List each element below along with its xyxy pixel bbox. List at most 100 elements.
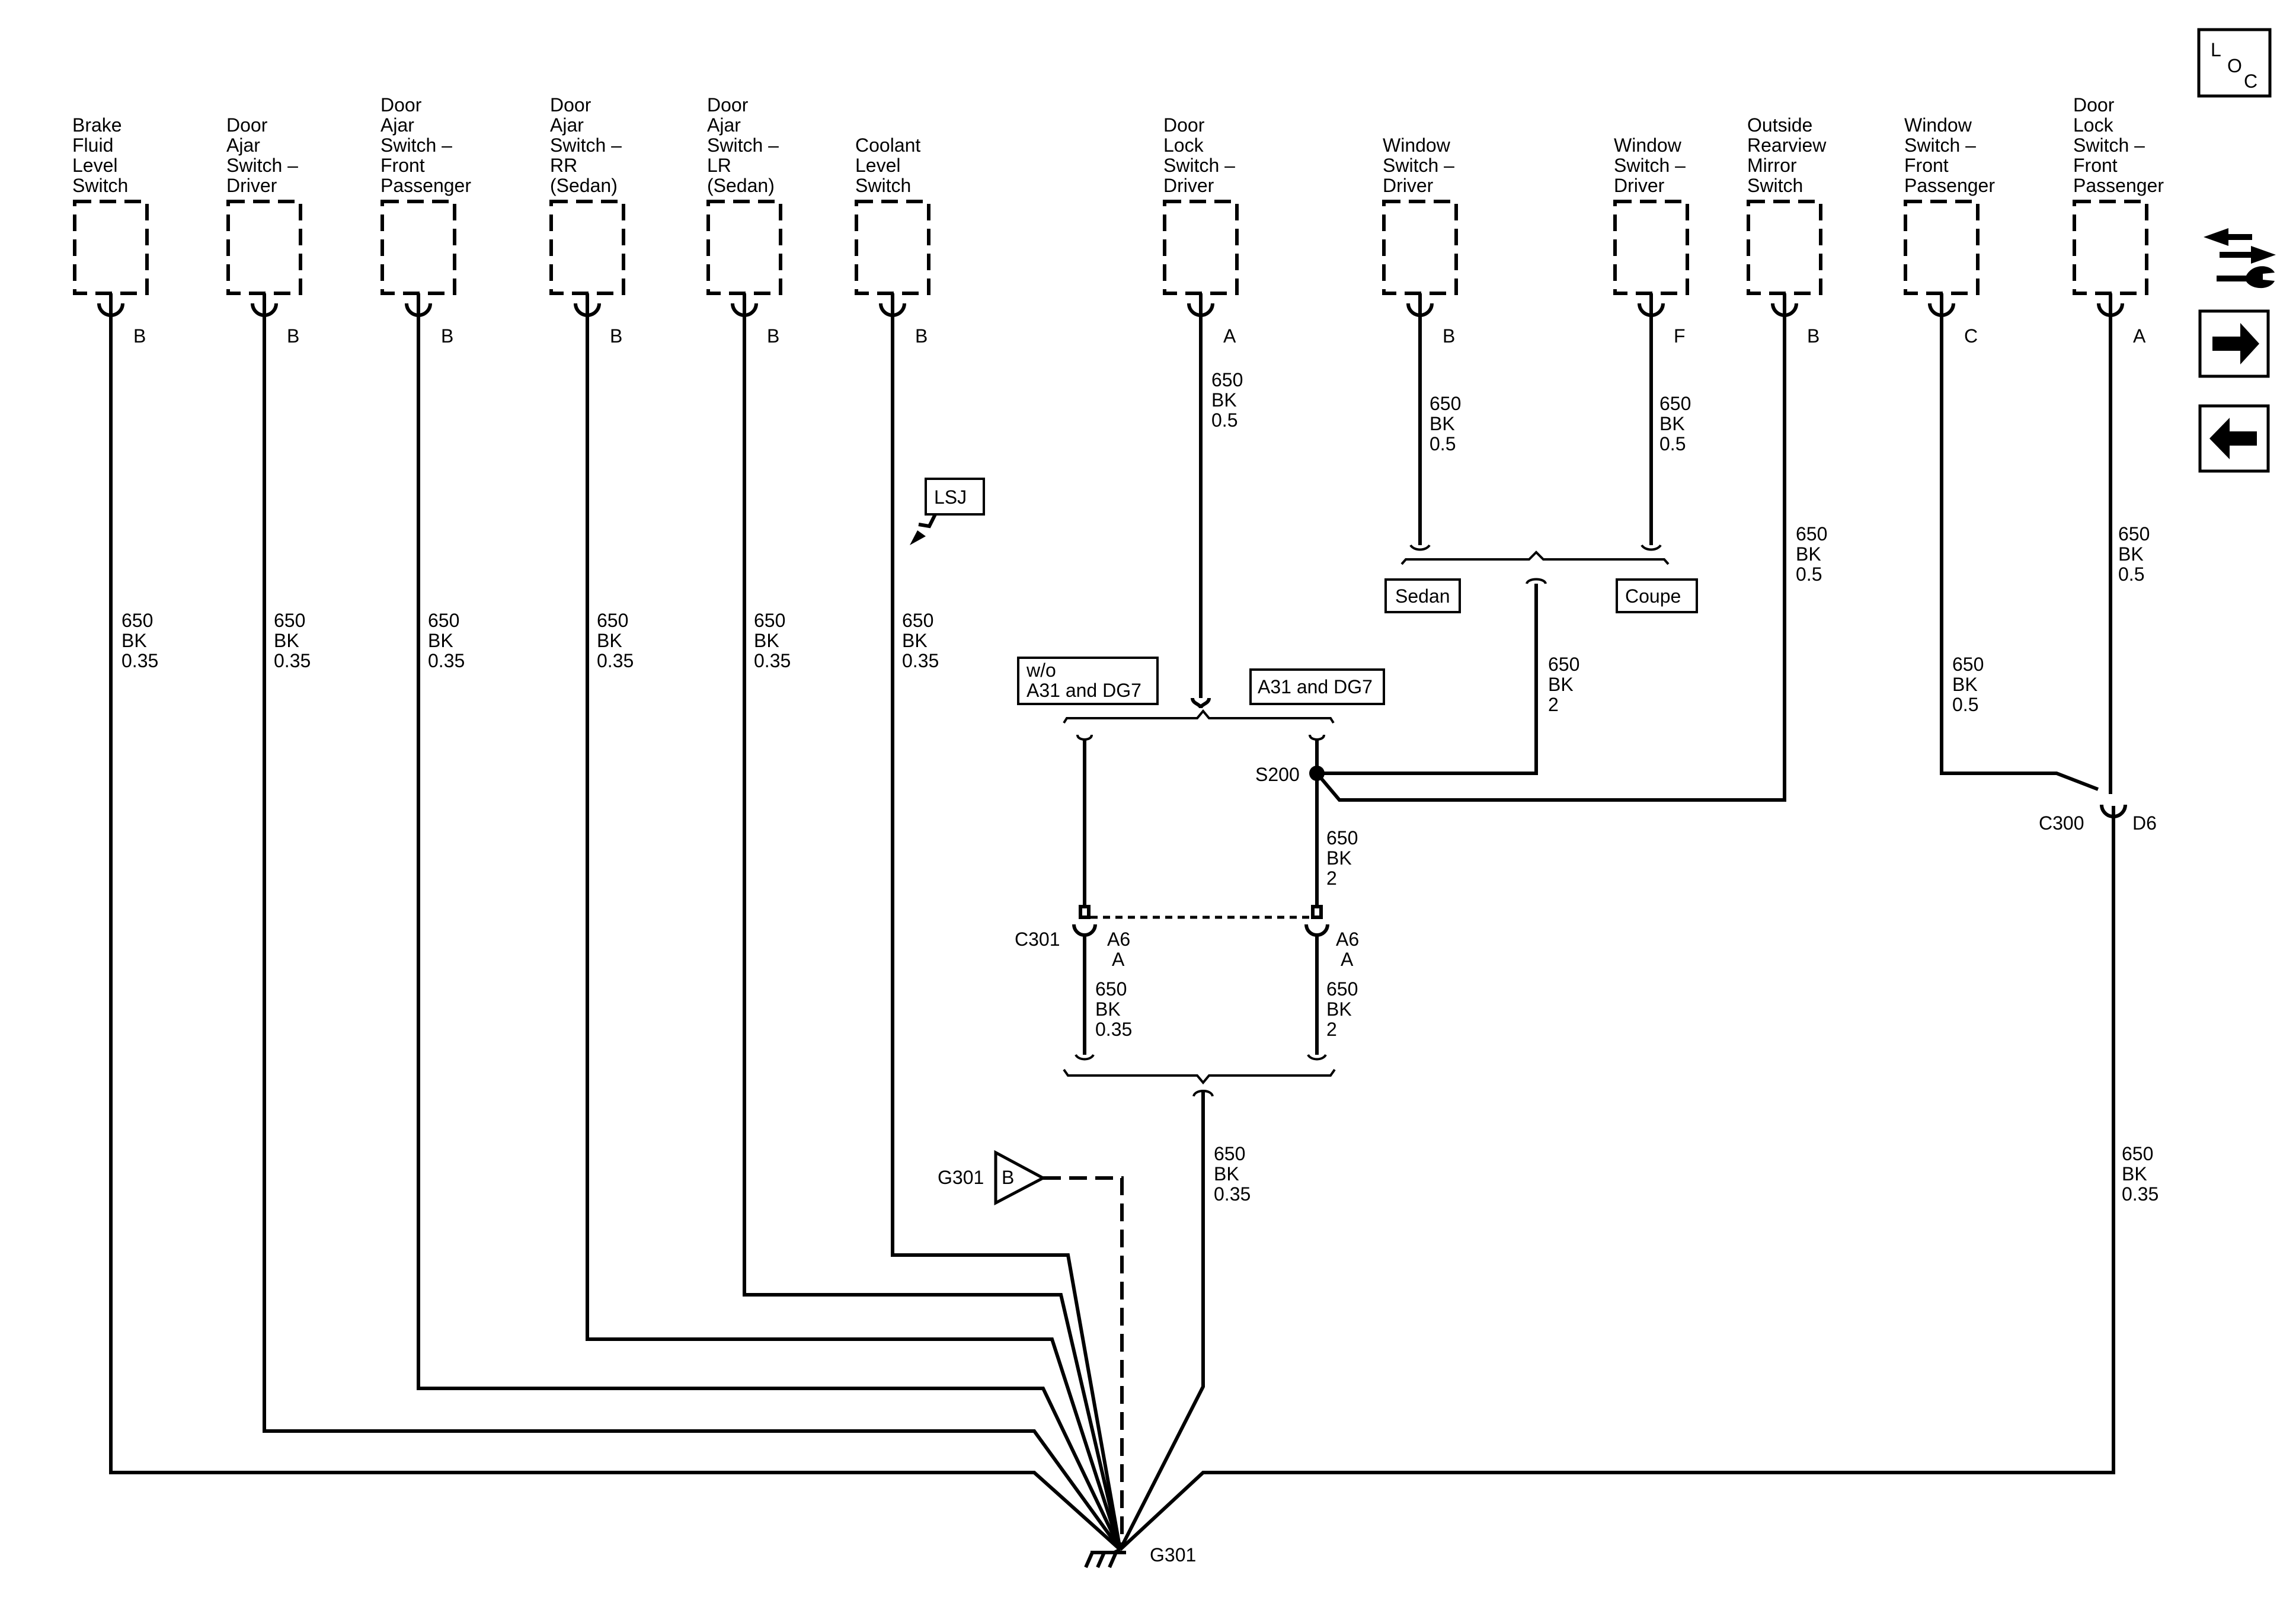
wire-brake-fluid xyxy=(109,315,1122,1551)
coolant-level-box[interactable] xyxy=(855,200,930,295)
window-front-pass-box[interactable] xyxy=(1904,200,1980,295)
coolant-level-label: Coolant Level Switch xyxy=(855,135,926,196)
option-boxes xyxy=(910,478,1698,705)
wire-door-ajar-rr xyxy=(586,315,1122,1550)
door-ajar-driver-label: Door Ajar Switch – Driver xyxy=(226,114,303,196)
wire-front-pass-to-ground xyxy=(1118,824,2115,1551)
wrench-arrows-icon[interactable] xyxy=(2204,228,2276,289)
window-driver-circuit xyxy=(1317,315,1670,775)
wire-door-ajar-driver xyxy=(263,315,1122,1551)
pin-label: C xyxy=(1964,325,1978,347)
c300-circuit xyxy=(1940,315,2127,824)
g301-ground xyxy=(994,1150,1126,1569)
component-boxes xyxy=(73,200,2148,295)
brake-fluid-box[interactable] xyxy=(73,200,149,295)
loc-letter-l: L xyxy=(2211,39,2221,60)
wire-door-ajar-front-pass xyxy=(417,315,1122,1551)
mirror-switch-box[interactable] xyxy=(1747,200,1822,295)
arrow-right-icon xyxy=(2212,323,2259,364)
lsj-tag: LSJ xyxy=(934,486,967,508)
coupe-label: Coupe xyxy=(1625,585,1681,607)
door-ajar-lr-box[interactable] xyxy=(706,200,782,295)
wo-a31-label: w/o A31 and DG7 xyxy=(1026,660,1141,701)
pin-label: B xyxy=(915,325,928,347)
wire-coolant-level xyxy=(891,315,1122,1550)
window-front-pass-label: Window Switch – Front Passenger xyxy=(1904,114,1995,196)
door-lock-driver-box[interactable] xyxy=(1163,200,1239,295)
pin-label: B xyxy=(133,325,146,347)
wire-c301-to-ground xyxy=(1118,1090,1205,1551)
g301-ground-label: G301 xyxy=(1150,1544,1196,1566)
pin-label: B xyxy=(1443,325,1455,347)
c300-pin: D6 xyxy=(2132,812,2157,834)
pin-label: B xyxy=(287,325,299,347)
g301-triangle-letter: B xyxy=(1002,1167,1014,1188)
c301-pin-bottom-right: A xyxy=(1341,949,1354,970)
window-driver-coupe-label: Window Switch – Driver xyxy=(1614,135,1691,196)
nav-buttons xyxy=(2197,28,2276,473)
diagram-static xyxy=(73,28,2276,1569)
pin-label: B xyxy=(610,325,622,347)
mirror-switch-label: Outside Rearview Mirror Switch xyxy=(1747,114,1831,196)
pin-label: F xyxy=(1674,325,1686,347)
s200-label: S200 xyxy=(1255,764,1300,785)
g301-triangle-label: G301 xyxy=(938,1167,984,1188)
window-driver-sedan-box[interactable] xyxy=(1382,200,1458,295)
window-driver-coupe-box[interactable] xyxy=(1613,200,1689,295)
ground-wires xyxy=(109,315,2115,1551)
door-lock-driver-circuit xyxy=(1063,315,1335,919)
pin-label: B xyxy=(767,325,779,347)
c300-label: C300 xyxy=(2039,812,2084,834)
door-lock-front-pass-box[interactable] xyxy=(2073,200,2148,295)
c301-connector xyxy=(1063,916,1336,1097)
diagram-text: Brake Fluid Level Switch Door Ajar Switc… xyxy=(72,39,2257,1566)
s200-circuit xyxy=(1309,315,1786,802)
terminals xyxy=(97,293,2124,317)
door-ajar-driver-box[interactable] xyxy=(226,200,302,295)
door-ajar-lr-label: Door Ajar Switch – LR (Sedan) xyxy=(707,94,784,196)
loc-button[interactable] xyxy=(2197,28,2272,98)
a31-box xyxy=(1249,668,1385,705)
door-ajar-rr-label: Door Ajar Switch – RR (Sedan) xyxy=(550,94,627,196)
a31-label: A31 and DG7 xyxy=(1258,676,1373,697)
wo-a31-box xyxy=(1017,657,1159,705)
pin-label: B xyxy=(441,325,453,347)
sedan-box xyxy=(1384,578,1461,613)
pin-label: A xyxy=(1223,325,1236,347)
pin-label: B xyxy=(1807,325,1819,347)
brake-fluid-label: Brake Fluid Level Switch xyxy=(72,114,128,196)
coupe-box xyxy=(1616,578,1698,613)
loc-letter-o: O xyxy=(2227,55,2242,76)
c301-label: C301 xyxy=(1015,929,1060,950)
g301-triangle[interactable] xyxy=(994,1150,1047,1206)
c301-pin-bottom: A xyxy=(1112,949,1125,970)
arrow-left-icon xyxy=(2209,418,2257,459)
c301-pin-top: A6 xyxy=(1107,929,1130,950)
wire-door-ajar-lr xyxy=(743,315,1122,1550)
door-ajar-front-pass-label: Door Ajar Switch – Front Passenger xyxy=(380,94,471,196)
window-driver-sedan-label: Window Switch – Driver xyxy=(1383,135,1460,196)
door-lock-front-pass-label: Door Lock Switch – Front Passenger xyxy=(2073,94,2164,196)
door-ajar-front-pass-box[interactable] xyxy=(380,200,456,295)
wire-g301-dashed xyxy=(1043,1176,1124,1544)
door-ajar-rr-box[interactable] xyxy=(549,200,625,295)
pin-label: A xyxy=(2133,325,2146,347)
c301-pin-top-right: A6 xyxy=(1336,929,1359,950)
loc-letter-c: C xyxy=(2244,71,2257,92)
